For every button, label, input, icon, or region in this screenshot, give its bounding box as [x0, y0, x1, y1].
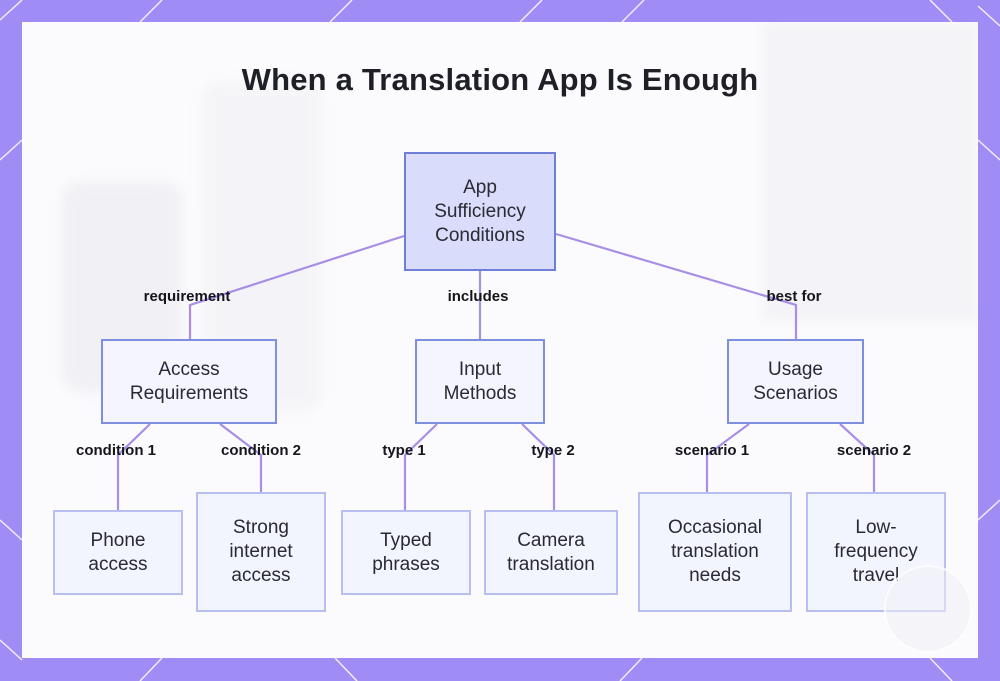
edge-label-scenario-2: scenario 2: [836, 442, 912, 459]
background-sidebar-shape: [762, 22, 978, 322]
edge-label-scenario-1: scenario 1: [674, 442, 750, 459]
edge-root-usage: [555, 232, 798, 340]
node-root[interactable]: App Sufficiency Conditions: [404, 152, 556, 271]
edge-label-includes: includes: [447, 288, 509, 305]
edge-root-access: [188, 234, 405, 340]
node-typed-phrases[interactable]: Typed phrases: [341, 510, 471, 595]
edge-label-type-1: type 1: [382, 442, 426, 459]
edge-label-requirement: requirement: [143, 288, 231, 305]
node-input-methods[interactable]: Input Methods: [415, 339, 545, 424]
node-access-requirements[interactable]: Access Requirements: [101, 339, 277, 424]
edge-label-condition-2: condition 2: [221, 442, 301, 459]
edge-usage-occasional: [705, 423, 750, 492]
node-usage-scenarios[interactable]: Usage Scenarios: [727, 339, 864, 424]
diagram-title: When a Translation App Is Enough: [241, 62, 759, 97]
node-occasional-needs[interactable]: Occasional translation needs: [638, 492, 792, 612]
edge-usage-lowfreq: [839, 423, 876, 492]
edge-input-typed: [403, 423, 438, 510]
edge-access-internet: [219, 423, 263, 492]
edge-access-phone: [116, 423, 151, 510]
edge-label-condition-1: condition 1: [76, 442, 156, 459]
edge-input-camera: [521, 423, 556, 510]
node-phone-access[interactable]: Phone access: [53, 510, 183, 595]
edge-label-type-2: type 2: [531, 442, 575, 459]
node-camera-translation[interactable]: Camera translation: [484, 510, 618, 595]
node-strong-internet[interactable]: Strong internet access: [196, 492, 326, 612]
watermark-logo: [884, 565, 972, 653]
edge-label-best-for: best for: [766, 288, 822, 305]
